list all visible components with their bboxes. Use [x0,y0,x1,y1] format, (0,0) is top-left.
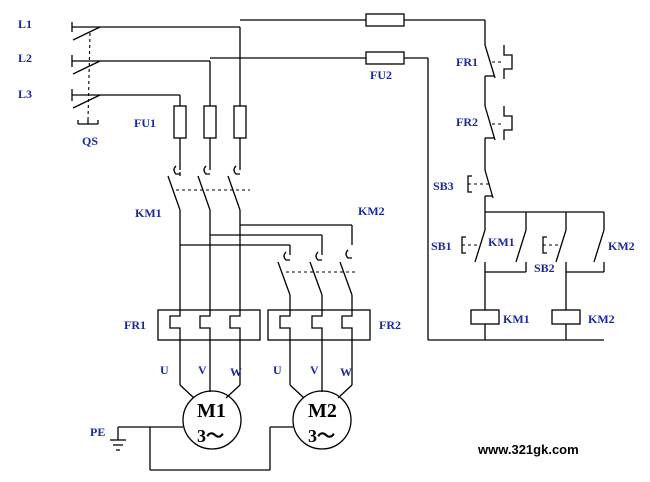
label-qs: QS [82,134,98,148]
fr1-thermal-relay [157,309,261,341]
km1-main-contacts [167,172,250,310]
fr2-thermal-relay [267,309,371,341]
sb3-stop-button [467,169,494,212]
label-l1: L1 [18,17,32,31]
label-u2: U [273,363,282,377]
control-branches [461,211,605,340]
label-u1: U [160,363,169,377]
motor-m1 [182,390,242,450]
label-v1: V [198,363,207,377]
label-fu2: FU2 [370,68,392,82]
fr2-nc-contact [484,105,513,170]
label-sb2: SB2 [534,261,555,275]
label-fr1-ctrl: FR1 [456,55,478,69]
fr1-nc-contact [484,20,513,106]
label-l2: L2 [18,51,32,65]
label-km1-aux: KM1 [488,235,515,249]
label-m1-phase: 3～ [197,426,224,446]
supply-lines [71,22,240,101]
label-sb3: SB3 [433,179,454,193]
control-feed [210,13,604,341]
watermark-text: www.321gk.com [477,442,579,457]
motor-leads [179,340,353,399]
label-km2-main: KM2 [358,204,385,218]
label-pe: PE [90,425,105,439]
label-v2: V [310,363,319,377]
fu1-fuses [173,105,247,175]
pe-ground [110,426,293,471]
label-l3: L3 [18,87,32,101]
label-fu1: FU1 [134,116,156,130]
label-w2: W [340,365,352,379]
label-m2: M2 [308,400,337,422]
label-w1: W [230,365,242,379]
label-km1-coil: KM1 [503,312,530,326]
km2-feed [180,224,353,261]
label-fr2-main: FR2 [379,318,401,332]
label-m1: M1 [197,400,226,422]
main-vertical-feed [179,27,241,106]
label-sb1: SB1 [431,239,452,253]
label-m2-phase: 3～ [308,426,335,446]
motor-m2 [292,390,352,450]
label-km1-main: KM1 [135,206,162,220]
label-fr1-main: FR1 [124,318,146,332]
label-fr2-ctrl: FR2 [456,115,478,129]
qs-switch [72,26,101,125]
label-km2-aux: KM2 [608,239,635,253]
km2-main-contacts [277,261,358,310]
label-km2-coil: KM2 [588,312,615,326]
